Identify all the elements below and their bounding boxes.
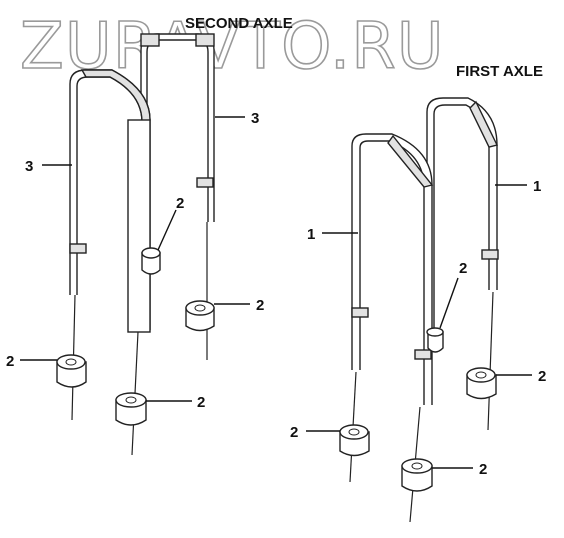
callout-nut-b: 2 (197, 394, 205, 411)
ubolt-second-front (69, 69, 151, 456)
nut-first-1 (339, 424, 370, 457)
ubolt-first-back (426, 97, 499, 431)
callout-nut-d: 2 (176, 195, 184, 212)
title-second-axle: SECOND AXLE (185, 15, 293, 32)
callout-nut-f: 2 (290, 424, 298, 441)
callout-nut-a: 2 (6, 353, 14, 370)
callout-nut-g: 2 (479, 461, 487, 478)
leader-nut-d (157, 209, 177, 251)
nut-second-3 (185, 300, 215, 332)
nut-second-4 (141, 247, 161, 275)
callout-nut-c: 2 (256, 297, 264, 314)
callout-nut-h: 2 (538, 368, 546, 385)
ubolt-second-back (140, 33, 215, 360)
nut-first-3 (466, 367, 497, 400)
leader-nut-e (439, 277, 459, 329)
nut-first-2 (401, 458, 433, 492)
callout-nut-e: 2 (459, 260, 467, 277)
ubolt-first-front (349, 133, 434, 523)
callout-ubolt-first-right: 1 (533, 178, 541, 195)
title-first-axle: FIRST AXLE (456, 63, 543, 80)
callout-ubolt-first-left: 1 (307, 226, 315, 243)
callout-ubolt-second-right: 3 (251, 110, 259, 127)
first-axle-assembly (306, 97, 532, 523)
callout-ubolt-second-left: 3 (25, 158, 33, 175)
nut-second-1 (56, 354, 87, 388)
second-axle-assembly (20, 33, 250, 456)
nut-second-2 (115, 392, 147, 426)
nut-first-4 (426, 327, 444, 353)
